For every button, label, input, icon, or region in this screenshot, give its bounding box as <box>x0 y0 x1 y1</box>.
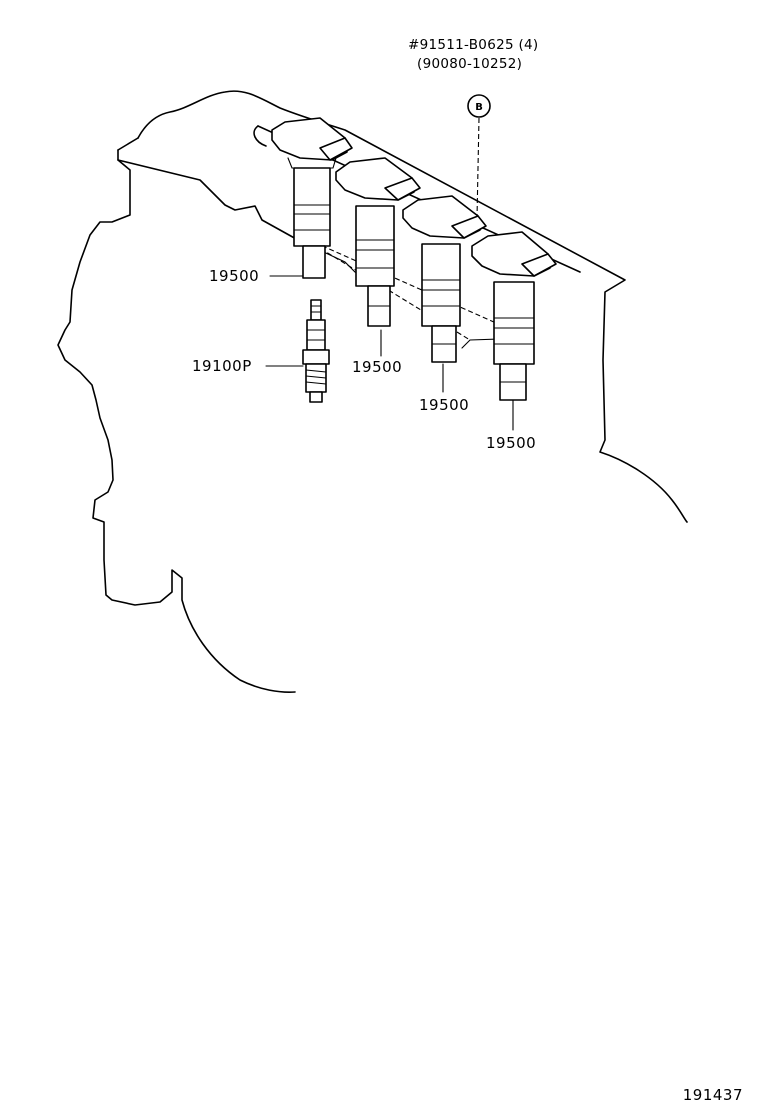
coil-4-part-number: 19500 <box>486 434 536 452</box>
reference-marker-b: B <box>467 94 491 118</box>
reference-marker-label: B <box>475 102 483 113</box>
callout-labels: #91511-B0625 (4) (90080-10252) 19500 195… <box>192 37 538 452</box>
ignition-coil-4 <box>471 231 557 401</box>
coil-3-part-number: 19500 <box>419 396 469 414</box>
spark-plug <box>302 299 330 403</box>
bolt-alt-part-number: (90080-10252) <box>417 56 522 72</box>
figure-number: 191437 <box>683 1086 743 1104</box>
spark-plug-part-number: 19100P <box>192 357 252 375</box>
coil-2-part-number: 19500 <box>352 358 402 376</box>
coil-1-part-number: 19500 <box>209 267 259 285</box>
bolt-part-number: #91511-B0625 (4) <box>408 37 538 53</box>
ignition-coil-3 <box>402 195 487 363</box>
ignition-coil-2 <box>335 157 421 327</box>
ignition-coil-1 <box>271 117 353 279</box>
